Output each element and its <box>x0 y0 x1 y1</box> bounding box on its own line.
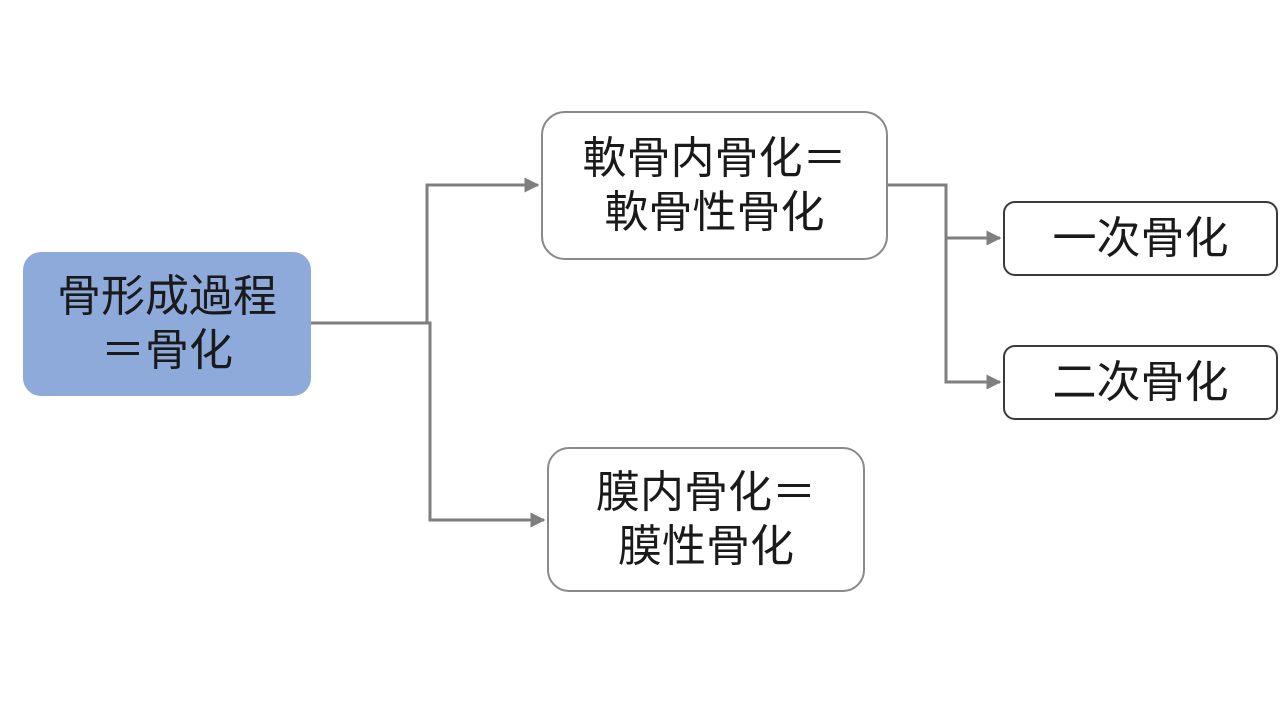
connector-root-to-endochondral <box>311 177 540 325</box>
node-intramembranous-ossification: 膜内骨化＝ 膜性骨化 <box>547 447 865 592</box>
node-endochondral-ossification: 軟骨内骨化＝ 軟骨性骨化 <box>541 111 888 260</box>
node-secondary-ossification: 二次骨化 <box>1003 345 1278 420</box>
node-bone-formation: 骨形成過程 ＝骨化 <box>23 252 311 396</box>
node-bone-formation-line1: 骨形成過程 <box>57 271 277 323</box>
node-endochondral-line2: 軟骨性骨化 <box>604 186 825 238</box>
node-intramembranous-line2: 膜性骨化 <box>618 520 794 572</box>
node-primary-ossification: 一次骨化 <box>1003 201 1278 276</box>
node-intramembranous-line1: 膜内骨化＝ <box>596 466 816 518</box>
connector-root-to-intramembranous <box>427 321 546 528</box>
node-primary-label: 一次骨化 <box>1052 212 1229 264</box>
connector-endochondral-to-secondary <box>944 238 1002 390</box>
node-secondary-label: 二次骨化 <box>1052 356 1229 408</box>
connector-endochondral-to-primary <box>888 183 1002 246</box>
node-bone-formation-line2: ＝骨化 <box>101 325 233 376</box>
node-endochondral-line1: 軟骨内骨化＝ <box>582 132 847 184</box>
